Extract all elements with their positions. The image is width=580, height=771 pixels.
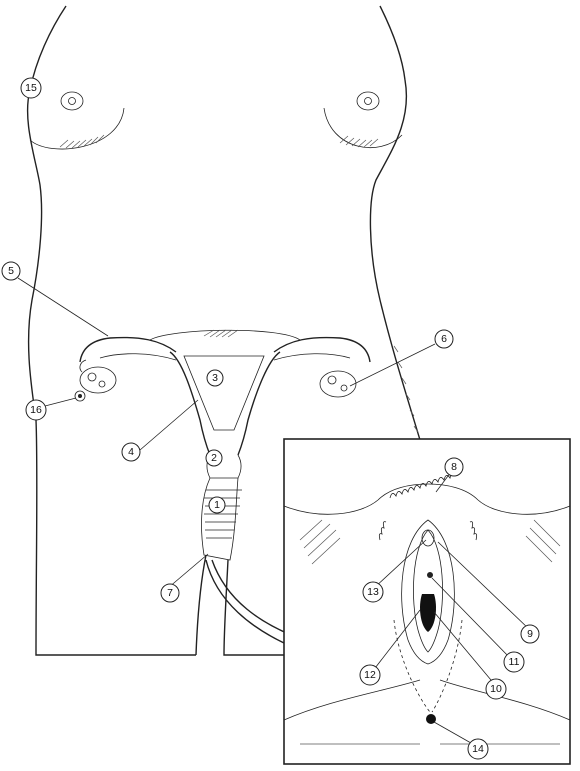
breast-left <box>30 92 124 149</box>
svg-text:3: 3 <box>212 372 218 384</box>
callout-4: 4 <box>122 443 140 461</box>
svg-text:15: 15 <box>25 82 37 94</box>
callout-15: 15 <box>21 78 41 98</box>
callout-3: 3 <box>207 370 223 386</box>
svg-text:4: 4 <box>128 446 134 458</box>
svg-text:1: 1 <box>214 499 220 511</box>
breast-right <box>324 92 402 148</box>
svg-text:8: 8 <box>451 461 457 473</box>
callout-11: 11 <box>504 652 524 672</box>
callout-9: 9 <box>521 625 539 643</box>
svg-text:14: 14 <box>472 743 484 755</box>
callout-7: 7 <box>161 584 179 602</box>
fallopian-tube-left <box>80 338 176 372</box>
uterus <box>150 330 300 560</box>
svg-text:11: 11 <box>509 656 520 668</box>
svg-text:5: 5 <box>8 265 14 277</box>
svg-text:10: 10 <box>490 683 502 695</box>
svg-text:16: 16 <box>30 404 42 416</box>
callout-8: 8 <box>445 458 463 476</box>
fallopian-tube-right <box>274 338 370 362</box>
callout-1: 1 <box>209 497 225 513</box>
svg-text:7: 7 <box>167 587 173 599</box>
svg-text:12: 12 <box>364 669 376 681</box>
ovary-right <box>320 371 356 397</box>
callout-10: 10 <box>486 679 506 699</box>
callout-12: 12 <box>360 665 380 685</box>
inset-panel <box>284 439 570 764</box>
callout-13: 13 <box>363 582 383 602</box>
ovary-left <box>75 367 116 401</box>
callout-16: 16 <box>26 400 46 420</box>
svg-text:6: 6 <box>441 333 447 345</box>
svg-text:9: 9 <box>527 628 533 640</box>
callout-14: 14 <box>468 739 488 759</box>
svg-text:2: 2 <box>211 452 217 464</box>
svg-text:13: 13 <box>367 586 379 598</box>
callout-5: 5 <box>2 262 20 280</box>
callout-2: 2 <box>206 450 222 466</box>
callout-6: 6 <box>435 330 453 348</box>
